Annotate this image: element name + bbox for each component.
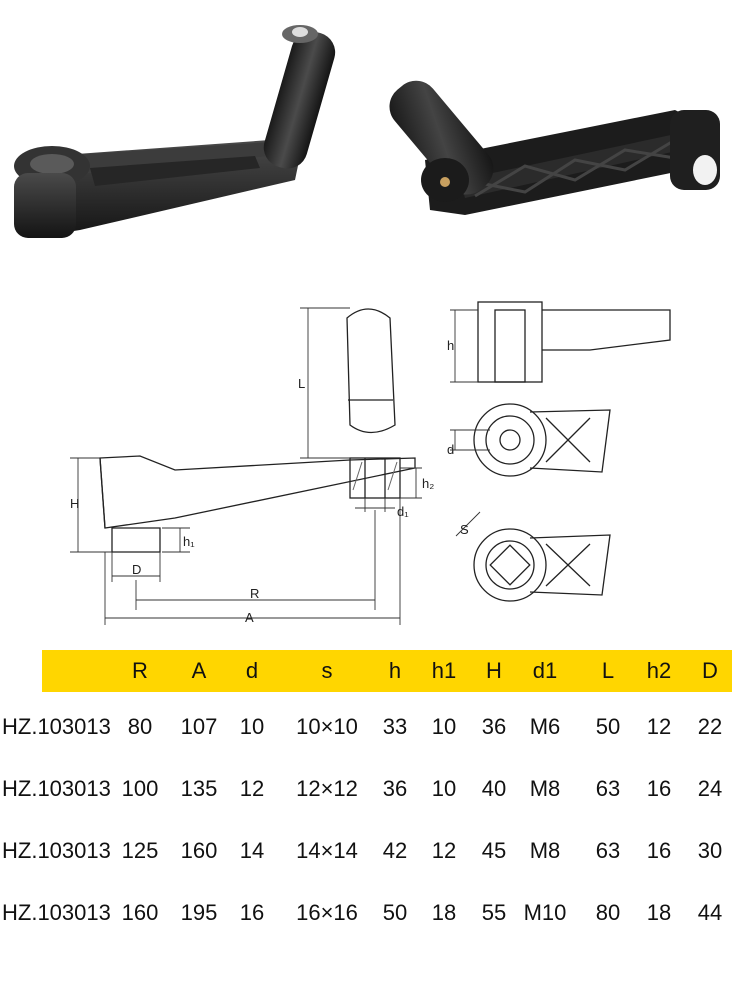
- header-cell: s: [321, 658, 333, 683]
- value-cell: 80: [127, 714, 153, 739]
- value-cell: 42: [382, 838, 408, 863]
- table-header-band: [42, 650, 732, 692]
- value-cell: 44: [697, 900, 723, 925]
- value-cell: 12: [646, 714, 672, 739]
- value-cell: 55: [481, 900, 507, 925]
- crank-handle-photo-2: [389, 80, 720, 215]
- value-cell: 18: [646, 900, 672, 925]
- model-cell: HZ.103013: [2, 776, 111, 801]
- label-H: H: [70, 496, 79, 511]
- value-cell: 63: [595, 776, 621, 801]
- crank-handle-photo-1: [14, 25, 336, 238]
- header-cell: H: [486, 658, 502, 683]
- model-cell: HZ.103013: [2, 714, 111, 739]
- value-cell: 16: [646, 838, 672, 863]
- label-d1: d₁: [397, 504, 409, 519]
- table-row: HZ.103013 80 107 10 10×10 33 10 36 M6 50…: [0, 706, 750, 748]
- label-S: S: [460, 522, 469, 537]
- table-row: HZ.103013 100 135 12 12×12 36 10 40 M8 6…: [0, 768, 750, 810]
- value-cell: 45: [481, 838, 507, 863]
- value-cell: 80: [595, 900, 621, 925]
- table-row: HZ.103013 125 160 14 14×14 42 12 45 M8 6…: [0, 830, 750, 872]
- value-cell: 10: [239, 714, 265, 739]
- value-cell: 135: [180, 776, 218, 801]
- header-cell: R: [132, 658, 148, 683]
- header-cell: A: [191, 658, 207, 683]
- label-d: d: [447, 442, 454, 457]
- value-cell: 125: [121, 838, 159, 863]
- value-cell: 50: [382, 900, 408, 925]
- value-cell: 50: [595, 714, 621, 739]
- table-row: HZ.103013 160 195 16 16×16 50 18 55 M10 …: [0, 892, 750, 934]
- label-R: R: [250, 586, 259, 601]
- label-h2: h₂: [422, 476, 434, 491]
- value-cell: 100: [121, 776, 159, 801]
- header-cell: d1: [532, 658, 558, 683]
- value-cell: 16: [646, 776, 672, 801]
- label-L: L: [298, 376, 305, 391]
- header-cell: h: [388, 658, 402, 683]
- header-cell: D: [702, 658, 718, 683]
- technical-drawing: L H h₂ d₁ h₁ D R A h d S: [70, 301, 671, 625]
- value-cell: 22: [697, 714, 723, 739]
- value-cell: 12×12: [296, 776, 358, 801]
- header-cell: L: [601, 658, 615, 683]
- value-cell: 24: [697, 776, 723, 801]
- value-cell: 14: [239, 838, 265, 863]
- value-cell: 16: [239, 900, 265, 925]
- value-cell: 40: [481, 776, 507, 801]
- value-cell: 160: [180, 838, 218, 863]
- label-D: D: [132, 562, 141, 577]
- value-cell: 10: [431, 714, 457, 739]
- value-cell: 12: [431, 838, 457, 863]
- value-cell: 30: [697, 838, 723, 863]
- header-cell: d: [245, 658, 259, 683]
- label-h: h: [447, 338, 454, 353]
- value-cell: 14×14: [296, 838, 358, 863]
- value-cell: 10×10: [296, 714, 358, 739]
- value-cell: 12: [239, 776, 265, 801]
- model-cell: HZ.103013: [2, 838, 111, 863]
- value-cell: 10: [431, 776, 457, 801]
- header-cell: h2: [646, 658, 672, 683]
- value-cell: M10: [523, 900, 567, 925]
- value-cell: 18: [431, 900, 457, 925]
- value-cell: 195: [180, 900, 218, 925]
- value-cell: 63: [595, 838, 621, 863]
- value-cell: M6: [529, 714, 561, 739]
- value-cell: 107: [180, 714, 218, 739]
- header-cell: h1: [431, 658, 457, 683]
- value-cell: M8: [529, 838, 561, 863]
- value-cell: 33: [382, 714, 408, 739]
- value-cell: 36: [481, 714, 507, 739]
- model-cell: HZ.103013: [2, 900, 111, 925]
- value-cell: 36: [382, 776, 408, 801]
- label-A: A: [245, 610, 254, 625]
- label-h1: h₁: [183, 534, 195, 549]
- table-header-row: R A d s h h1 H d1 L h2 D: [0, 650, 750, 692]
- value-cell: 160: [121, 900, 159, 925]
- value-cell: M8: [529, 776, 561, 801]
- value-cell: 16×16: [296, 900, 358, 925]
